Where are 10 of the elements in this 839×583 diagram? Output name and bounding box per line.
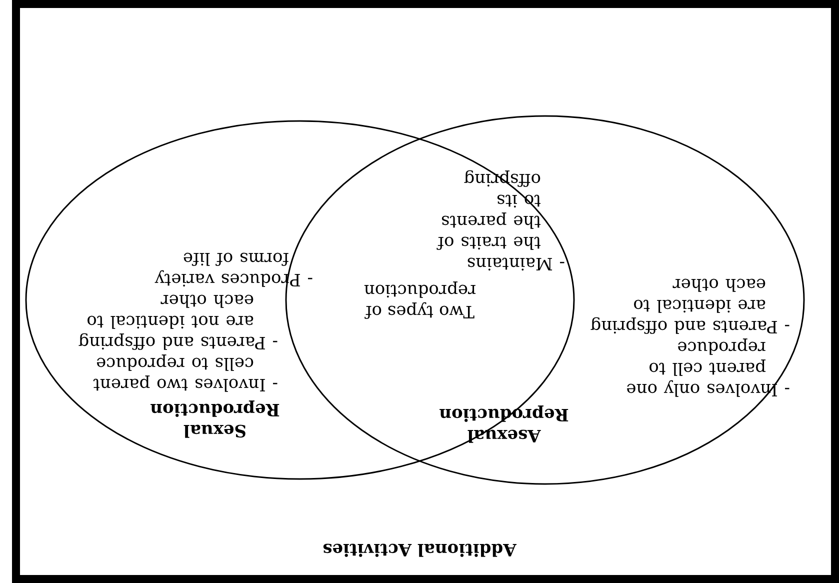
overlap-label: Two types of reproduction — [362, 279, 478, 321]
heading: Additional Activities — [322, 539, 518, 559]
circle-heading: Sexual Reproduction — [149, 398, 281, 440]
bullet-text: - Maintains the traits of the parents to its offspring — [436, 168, 565, 273]
bullet-text: - Parents and offspring are identical to each other — [590, 273, 790, 336]
bullet-text: - Produces variety forms of life — [154, 247, 313, 289]
bullet-text: - Involves two parent cells to reproduce — [92, 352, 278, 394]
bullet-text: - Involves only one parent cell to reproduce — [625, 336, 790, 399]
bullet-text: - Parents and offspring are not identical to each other — [78, 289, 278, 352]
circle-heading: Asexual Reproduction — [438, 403, 570, 445]
